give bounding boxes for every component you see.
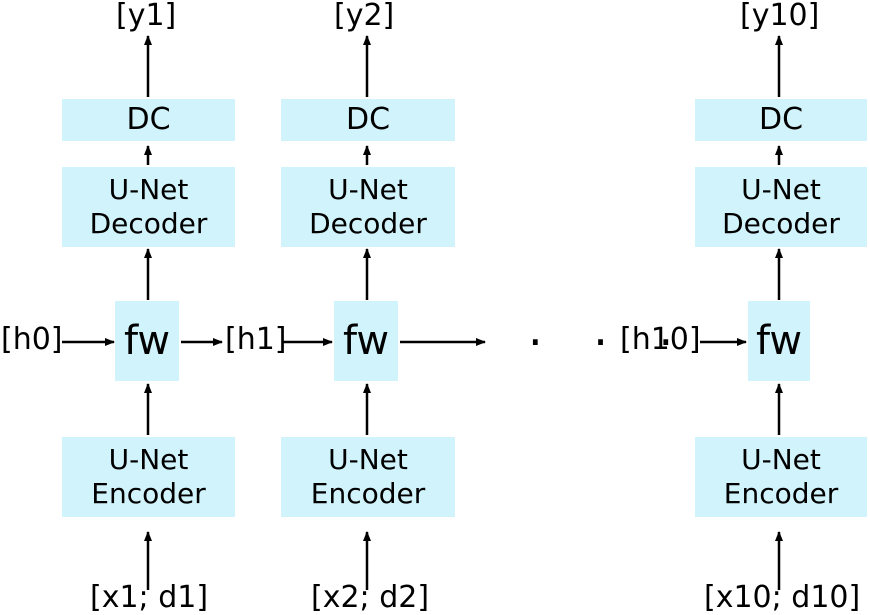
fw-box-3: fw: [748, 301, 810, 381]
dc-box-1: DC: [62, 99, 235, 141]
encoder-line2-2: Encoder: [310, 477, 426, 510]
decoder-line2-2: Decoder: [309, 207, 427, 240]
encoder-line2-1: Encoder: [91, 477, 206, 510]
decoder-line1-2: U-Net: [328, 172, 408, 206]
ellipsis: · · ·: [528, 315, 692, 369]
encoder-line1-1: U-Net: [108, 442, 189, 476]
decoder-line2-1: Decoder: [89, 207, 208, 240]
encoder-box-3: U-Net Encoder: [695, 437, 867, 517]
fw-label-3: fw: [755, 317, 803, 364]
input-label-3: [x10; d10]: [704, 580, 861, 615]
fw-box-2: fw: [334, 301, 398, 381]
fw-box-1: fw: [115, 301, 179, 381]
dc-label-1: DC: [126, 101, 171, 137]
fw-label-2: fw: [342, 317, 390, 364]
fw-label-1: fw: [123, 317, 171, 364]
encoder-line1-3: U-Net: [741, 442, 821, 476]
output-label-3: [y10]: [740, 0, 820, 33]
decoder-line1-1: U-Net: [108, 172, 189, 206]
decoder-line1-3: U-Net: [741, 172, 821, 206]
input-label-1: [x1; d1]: [90, 580, 209, 615]
dc-label-3: DC: [758, 101, 804, 137]
decoder-line2-3: Decoder: [722, 207, 840, 240]
encoder-box-2: U-Net Encoder: [281, 437, 455, 517]
input-label-2: [x2; d2]: [311, 580, 430, 615]
decoder-box-1: U-Net Decoder: [62, 167, 235, 247]
dc-label-2: DC: [345, 101, 391, 137]
decoder-box-2: U-Net Decoder: [281, 167, 455, 247]
hidden-state-h0: [h0]: [1, 322, 63, 357]
encoder-line1-2: U-Net: [328, 442, 408, 476]
decoder-box-3: U-Net Decoder: [695, 167, 867, 247]
dc-box-2: DC: [281, 99, 455, 141]
encoder-box-1: U-Net Encoder: [62, 437, 235, 517]
output-label-1: [y1]: [116, 0, 177, 33]
dc-box-3: DC: [695, 99, 867, 141]
output-label-2: [y2]: [334, 0, 395, 33]
encoder-line2-3: Encoder: [723, 477, 839, 510]
hidden-state-h1: [h1]: [225, 322, 287, 357]
hidden-state-h10: [h10]: [620, 322, 701, 357]
